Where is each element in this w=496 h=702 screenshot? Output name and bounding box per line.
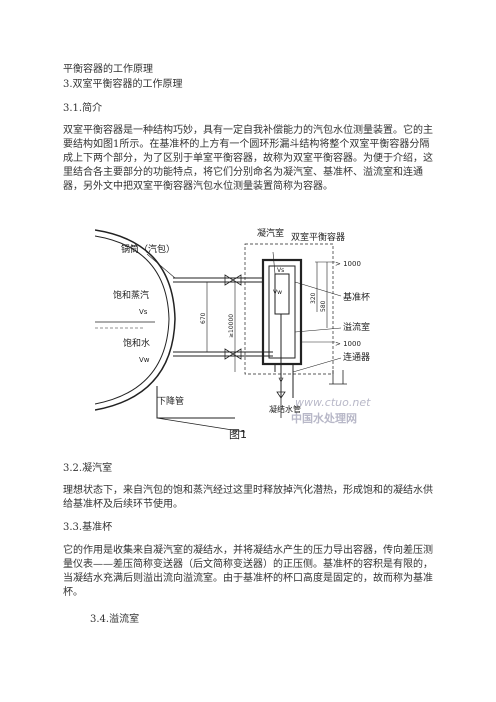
downcomer-leader (156, 417, 246, 433)
label-reference-cup: 基准杯 (343, 291, 370, 303)
leader-drum (146, 253, 176, 279)
valve-steam-2 (232, 274, 242, 286)
heading-3-3: 3.3.基准杯 (63, 522, 113, 533)
container-outer-wall (261, 258, 303, 366)
watermark-url: www.ctuo.net (295, 396, 371, 409)
label-dim-320: 320 (310, 292, 317, 304)
heading-3-2: 3.2.凝汽室 (63, 463, 113, 474)
label-vs: Vs (139, 308, 148, 316)
label-vw-inner: Vw (273, 289, 282, 296)
label-dim-gt1000-b: > 1000 (335, 340, 361, 348)
container-dashed-outline (244, 243, 334, 375)
paragraph-intro: 双室平衡容器是一种结构巧妙，具有一定自我补偿能力的汽包水位测量装置。它的主要结构… (63, 125, 433, 192)
heading-3: 3.双室平衡容器的工作原理 (63, 79, 183, 90)
leader-condenser (272, 251, 276, 275)
figure-caption: 图1 (229, 428, 247, 440)
label-saturated-water: 饱和水 (123, 337, 150, 349)
valve-water-1 (224, 348, 234, 360)
label-downcomer: 下降管 (157, 395, 184, 407)
label-condenser: 凝汽室 (257, 227, 284, 239)
leader-connector (292, 357, 342, 373)
label-dim-10000: ≥10000 (228, 314, 235, 338)
drum-inner (95, 235, 170, 405)
drum-shell (95, 229, 176, 411)
leader-overflow (294, 327, 342, 333)
leader-reference-cup (294, 281, 342, 297)
label-vs-inner: Vs (277, 267, 284, 274)
label-dual-container: 双室平衡容器 (291, 231, 345, 243)
heading-3-1: 3.1.简介 (63, 103, 103, 114)
valve-water-2 (232, 348, 242, 360)
label-dim-580: 580 (320, 300, 327, 312)
figure-dual-chamber-container: 凝汽室 双室平衡容器 锅筒（汽包） 饱和蒸汽 饱和水 Vs Vw Vs Vw 基… (95, 227, 371, 440)
label-connector: 连通器 (343, 351, 370, 363)
valve-bottom (278, 377, 284, 383)
doc-title: 平衡容器的工作原理 (63, 64, 153, 75)
paragraph-reference-cup: 它的作用是收集来自凝汽室的凝结水，并将凝结水产生的压力导出容器，传向差压测量仪表… (63, 545, 433, 598)
paragraph-condenser: 理想状态下，来自汽包的饱和蒸汽经过这里时释放掉汽化潜热，形成饱和的凝结水供给基准… (63, 485, 433, 510)
label-vw: Vw (139, 356, 150, 364)
watermark-name: 中国水处理网 (291, 411, 357, 425)
valve-condensate (276, 391, 286, 399)
valve-steam-1 (224, 274, 234, 286)
reference-cup (274, 273, 290, 315)
label-condensate-pipe: 凝结水管 (269, 404, 301, 414)
label-drum: 锅筒（汽包） (121, 243, 175, 255)
label-dim-670: 670 (200, 312, 207, 324)
heading-3-4: 3.4.溢流室 (90, 614, 140, 625)
container-inner-wall (268, 265, 296, 359)
label-saturated-steam: 饱和蒸汽 (113, 289, 149, 301)
label-dim-gt1000-a: > 1000 (335, 260, 361, 268)
label-overflow: 溢流室 (343, 321, 370, 333)
